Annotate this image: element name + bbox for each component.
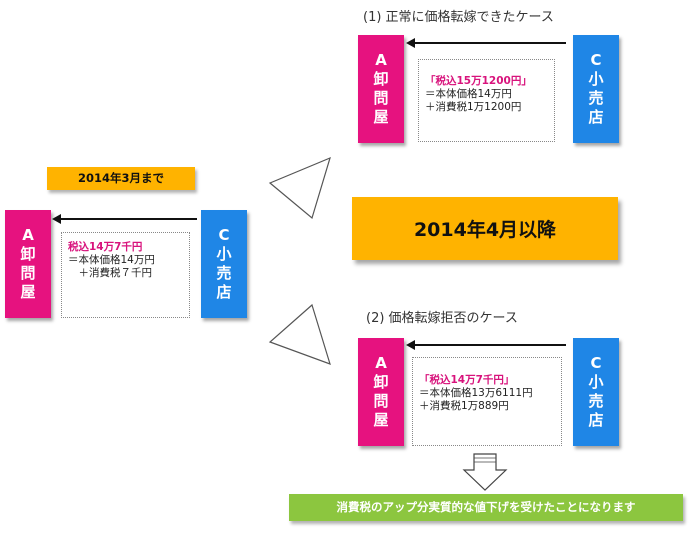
wholesaler-a-box: A 卸 問 屋 <box>5 210 51 318</box>
price-total: 「税込14万7千円」 <box>419 374 515 386</box>
case1-title: (1) 正常に価格転嫁できたケース <box>363 10 554 25</box>
wholesaler-char: A <box>375 354 387 372</box>
wholesaler-char: 問 <box>373 392 389 410</box>
price-box-case2: 「税込14万7千円」 ＝本体価格13万6111円 ＋消費税1万889円 <box>412 357 562 446</box>
retailer-char: C <box>590 354 602 372</box>
flow-arrow <box>406 38 566 48</box>
retailer-c-box: C 小 売 店 <box>573 338 619 446</box>
retailer-char: 売 <box>588 392 604 410</box>
price-box-before: 税込14万7千円 ＝本体価格14万円 ＋消費税７千円 <box>61 232 190 318</box>
wholesaler-char: A <box>375 51 387 69</box>
retailer-c-box: C 小 売 店 <box>201 210 247 318</box>
retailer-char: C <box>218 226 230 244</box>
price-total: 税込14万7千円 <box>68 241 143 253</box>
wholesaler-char: 問 <box>373 89 389 107</box>
wholesaler-a-box: A 卸 問 屋 <box>358 338 404 446</box>
down-arrow-icon <box>462 453 508 491</box>
pointer-triangle-upper <box>268 156 331 220</box>
retailer-char: 小 <box>588 70 604 88</box>
wholesaler-char: 卸 <box>20 245 36 263</box>
flow-arrow <box>52 214 197 224</box>
wholesaler-char: A <box>22 226 34 244</box>
retailer-char: 売 <box>588 89 604 107</box>
retailer-char: 売 <box>216 264 232 282</box>
retailer-char: 店 <box>588 411 604 429</box>
price-detail: ＝本体価格14万円 <box>425 88 512 100</box>
pointer-triangle-lower <box>268 303 331 365</box>
retailer-c-box: C 小 売 店 <box>573 35 619 143</box>
conclusion-banner: 消費税のアップ分実質的な値下げを受けたことになります <box>289 494 683 521</box>
price-detail: ＝本体価格14万円 <box>68 254 155 266</box>
flow-arrow <box>406 340 566 350</box>
wholesaler-char: 問 <box>20 264 36 282</box>
wholesaler-char: 屋 <box>20 283 36 301</box>
retailer-char: 小 <box>216 245 232 263</box>
period-label-after: 2014年4月以降 <box>352 197 618 260</box>
price-total: 「税込15万1200円」 <box>425 75 532 87</box>
case2-title: (2) 価格転嫁拒否のケース <box>366 311 518 326</box>
price-detail: ＝本体価格13万6111円 <box>419 387 533 399</box>
wholesaler-char: 卸 <box>373 373 389 391</box>
price-detail: ＋消費税７千円 <box>68 267 152 279</box>
retailer-char: 店 <box>216 283 232 301</box>
retailer-char: 店 <box>588 108 604 126</box>
retailer-char: 小 <box>588 373 604 391</box>
wholesaler-char: 屋 <box>373 411 389 429</box>
wholesaler-a-box: A 卸 問 屋 <box>358 35 404 143</box>
wholesaler-char: 卸 <box>373 70 389 88</box>
price-box-case1: 「税込15万1200円」 ＝本体価格14万円 ＋消費税1万1200円 <box>418 59 555 142</box>
price-detail: ＋消費税1万889円 <box>419 400 509 412</box>
period-label-before: 2014年3月まで <box>47 167 195 190</box>
price-detail: ＋消費税1万1200円 <box>425 101 522 113</box>
retailer-char: C <box>590 51 602 69</box>
wholesaler-char: 屋 <box>373 108 389 126</box>
